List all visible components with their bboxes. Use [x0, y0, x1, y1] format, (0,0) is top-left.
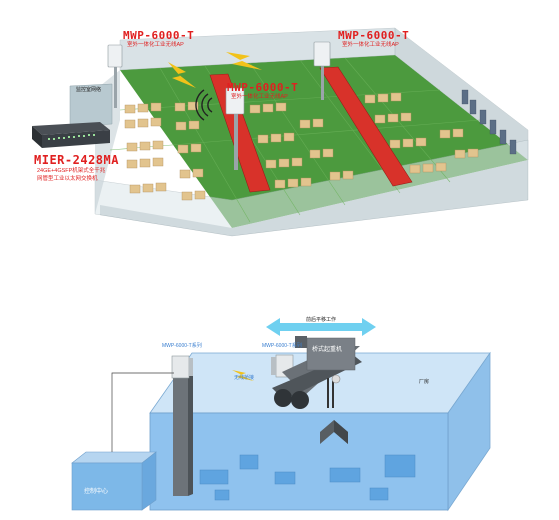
ap-right-model: MWP-6000-T	[338, 29, 410, 42]
motion-label: 前后平移工作	[306, 317, 337, 323]
crane-rail-right	[319, 66, 413, 187]
red-crane-rails	[209, 66, 413, 193]
ap-left-model: MWP-6000-T	[123, 29, 195, 42]
crane-label: 桥式起重机	[312, 347, 343, 353]
mast-pillar	[173, 375, 188, 496]
pallet-stacks	[124, 92, 479, 201]
bridge-crane	[272, 336, 362, 409]
ap-center-desc: 室外一体化工业无线AP	[231, 94, 288, 100]
cable-line	[111, 372, 174, 452]
factory-blocks	[199, 454, 416, 501]
switch-desc-line2: 网管型工业以太网交换机	[37, 176, 98, 182]
control-center-top	[71, 451, 157, 464]
ap-right-series-label: MWP-6000-T系列	[262, 343, 302, 349]
server-racks	[461, 89, 517, 155]
lightning-bolt-icon	[168, 62, 196, 88]
ap-mast-left	[107, 44, 123, 108]
ap-mast-center	[225, 87, 245, 170]
control-center-label: 控制中心	[84, 489, 109, 495]
wifi-signal-icon	[195, 89, 213, 121]
mast-pillar-side	[188, 372, 193, 496]
server-switch-icon	[32, 122, 110, 148]
ap-center-model: MWP-6000-T	[227, 81, 299, 94]
control-center-front	[71, 462, 143, 511]
switch-model: MIER-2428MA	[34, 153, 119, 167]
switch-desc-line1: 24GE+4GSFP机架式全千兆	[37, 168, 106, 174]
factory-label: 厂房	[419, 379, 430, 385]
ap-mast-right	[313, 41, 331, 100]
wireless-bridge-label: 无线桥接	[234, 375, 255, 381]
ap-left-desc: 室外一体化工业无线AP	[127, 42, 184, 48]
ap-box-left	[171, 355, 193, 379]
monitor-room	[69, 83, 113, 127]
lightning-bolt-icon	[226, 52, 262, 70]
ap-right-desc: 室外一体化工业无线AP	[342, 42, 399, 48]
monitor-room-label: 监控室网络	[76, 87, 102, 93]
lightning-bolt-icon	[232, 370, 254, 381]
ap-left-series-label: MWP-6000-T系列	[162, 343, 202, 349]
double-arrow-icon	[266, 318, 376, 336]
